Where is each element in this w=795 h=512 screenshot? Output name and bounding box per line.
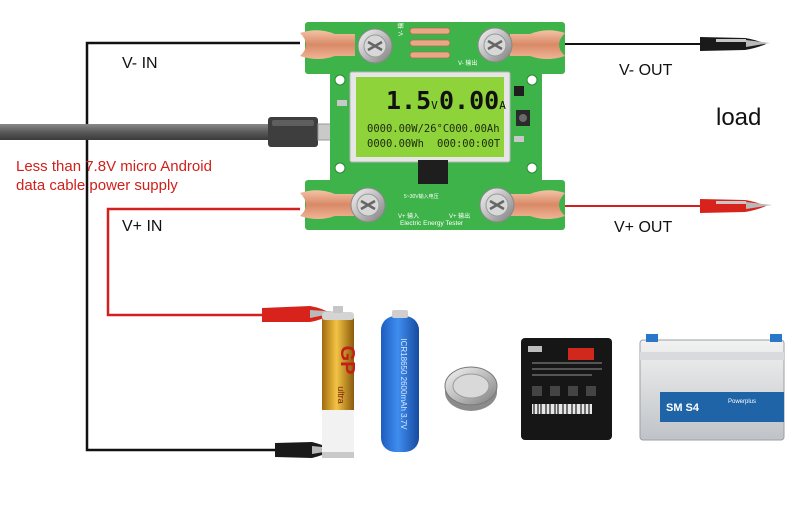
board-note: 5~30V输入电压 [404, 194, 439, 200]
board-pin-v-minus-out: V- 输出 [458, 61, 478, 67]
screw-bottom-left [350, 187, 386, 223]
lcd-capacity: 000.00Ah [449, 123, 500, 135]
screw-top-right [477, 27, 513, 63]
shunt-resistors [409, 27, 451, 59]
lcd-current-value: 0.00 [439, 86, 500, 115]
lcd-time: 000:00:00T [437, 138, 501, 150]
svg-text:SM S4: SM S4 [666, 402, 700, 414]
label-load: load [716, 104, 762, 131]
lcd-energy: 0000.00Wh [367, 138, 424, 150]
board-pin-v-plus-in: V+ 输入 [398, 214, 420, 220]
lcd-current-unit: A [499, 99, 506, 112]
energy-meter-board [300, 22, 565, 230]
lcd-voltage-unit: V [431, 99, 438, 112]
coin-cell [444, 366, 498, 411]
label-supply-line-1: Less than 7.8V micro Android [16, 158, 212, 175]
phone-battery [521, 338, 612, 440]
aa-battery: GP ultra [322, 306, 358, 458]
wire-v-minus-in [85, 41, 300, 452]
lithium-18650-cell: ICR18650 2600mAh 3.7V [381, 310, 419, 452]
lcd-voltage: 1.5V [386, 86, 438, 115]
svg-text:ultra: ultra [336, 386, 346, 404]
clip-v-minus-out [700, 37, 770, 51]
clip-v-plus-out [700, 199, 772, 213]
label-v-minus-in: V- IN [122, 55, 158, 72]
car-battery: SM S4 Powerplus [639, 334, 785, 441]
board-title: Electric Energy Tester [400, 220, 464, 227]
svg-text:GP: GP [336, 346, 358, 375]
screw-bottom-right [479, 187, 515, 223]
svg-text:ICR18650 2600mAh 3.7V: ICR18650 2600mAh 3.7V [399, 338, 408, 430]
lcd-voltage-value: 1.5 [386, 86, 432, 115]
lcd-current: 0.00A [439, 86, 506, 115]
label-v-minus-out: V- OUT [619, 62, 673, 79]
label-supply-note: Less than 7.8V micro Android data cable … [16, 157, 212, 195]
label-v-plus-in: V+ IN [122, 218, 163, 235]
lcd-power-temp: 0000.00W/26°C [367, 123, 450, 135]
board-pin-v-plus-out: V+ 输出 [449, 214, 471, 220]
label-v-plus-out: V+ OUT [614, 219, 673, 236]
screw-top-left [357, 28, 393, 64]
svg-text:Powerplus: Powerplus [728, 399, 756, 405]
label-supply-line-2: data cable power supply [16, 177, 178, 194]
wire-v-plus-in [106, 207, 300, 317]
